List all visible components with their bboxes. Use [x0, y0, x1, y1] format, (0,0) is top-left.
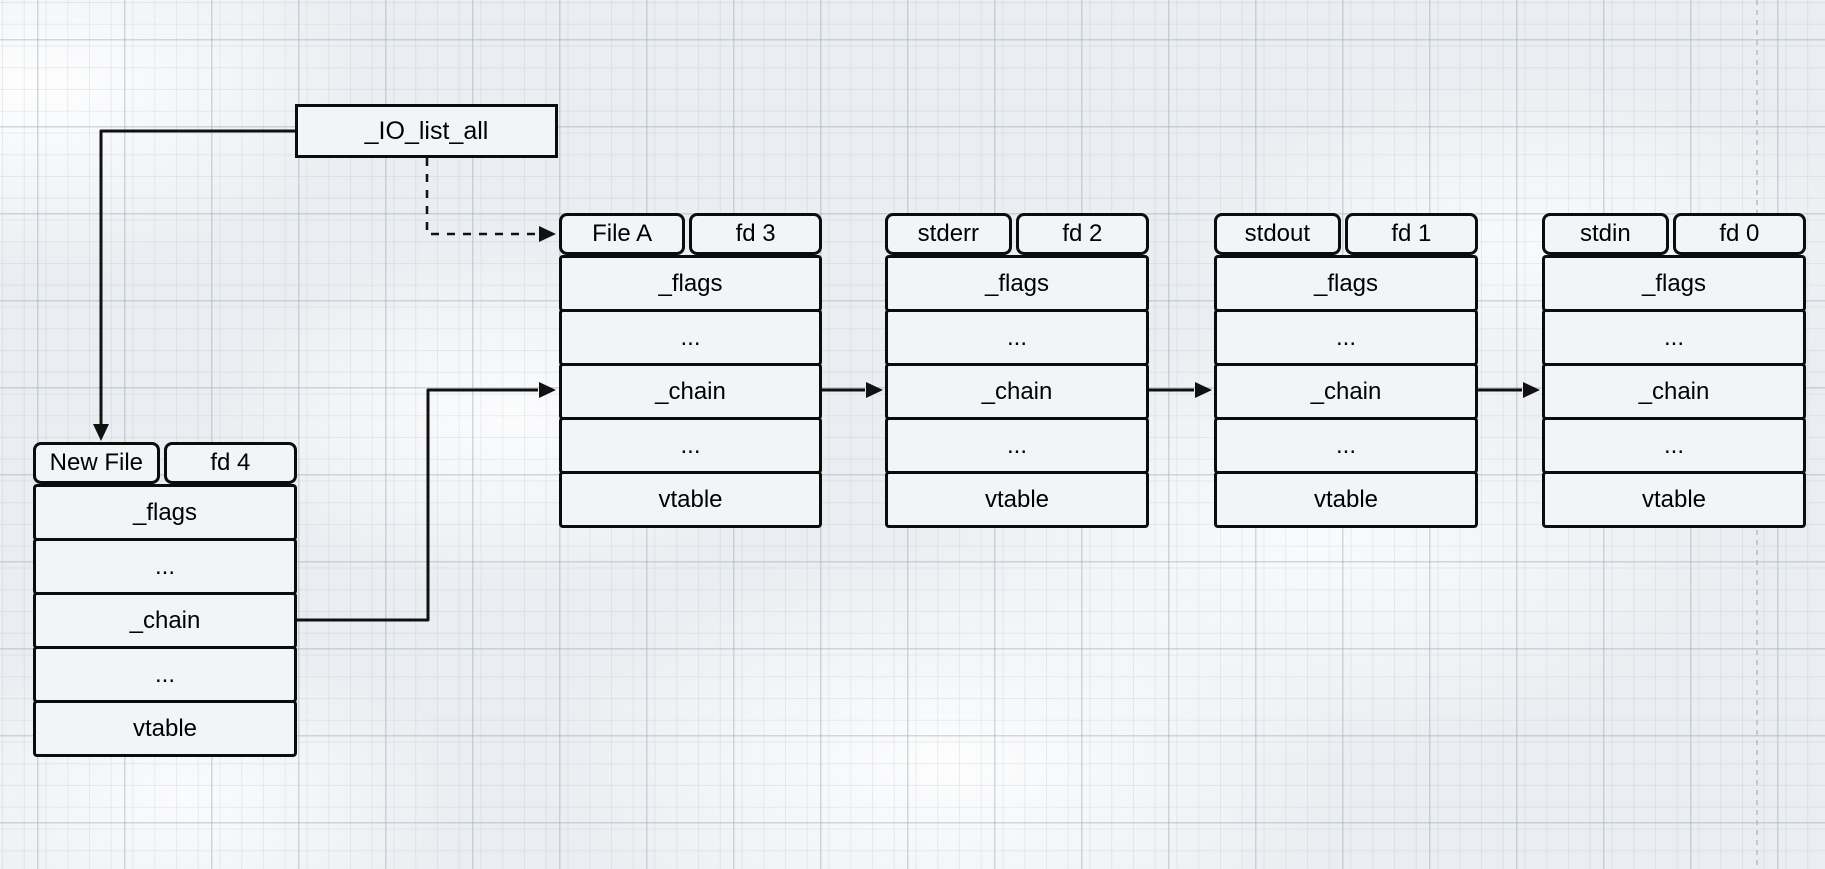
- edge-iolistall-to-filea: [425, 158, 556, 242]
- struct-body: _flags ... _chain ... vtable: [885, 255, 1149, 528]
- arrowhead: [866, 382, 883, 398]
- edge-newfile-chain-to-filea-chain: [297, 382, 556, 622]
- field-row-dots1: ...: [1214, 309, 1478, 366]
- field-row-flags: _flags: [33, 484, 297, 541]
- arrowhead: [1523, 382, 1540, 398]
- struct-fd: fd 3: [689, 213, 822, 255]
- struct-body: _flags ... _chain ... vtable: [1542, 255, 1806, 528]
- field-row-chain: _chain: [1214, 363, 1478, 420]
- arrowhead: [1195, 382, 1212, 398]
- field-row-dots1: ...: [33, 538, 297, 595]
- edge-filea-chain-to-stderr-chain: [822, 382, 883, 398]
- struct-header: File A fd 3: [559, 213, 822, 255]
- struct-fd: fd 0: [1672, 213, 1806, 255]
- field-row-dots2: ...: [1214, 417, 1478, 474]
- struct-stdin: stdin fd 0 _flags ... _chain ... vtable: [1542, 213, 1806, 528]
- struct-new-file: New File fd 4 _flags ... _chain ... vtab…: [33, 442, 297, 757]
- field-row-flags: _flags: [1214, 255, 1478, 312]
- node-io-list-all: _IO_list_all: [295, 104, 558, 158]
- field-row-dots1: ...: [885, 309, 1149, 366]
- struct-header: stdout fd 1: [1214, 213, 1478, 255]
- field-row-chain: _chain: [885, 363, 1149, 420]
- arrowhead: [539, 226, 556, 242]
- field-row-vtable: vtable: [1214, 471, 1478, 528]
- struct-name: stdin: [1542, 213, 1669, 255]
- field-row-dots1: ...: [559, 309, 822, 366]
- arrowhead: [93, 424, 109, 441]
- field-row-vtable: vtable: [33, 700, 297, 757]
- field-row-dots2: ...: [559, 417, 822, 474]
- struct-stdout: stdout fd 1 _flags ... _chain ... vtable: [1214, 213, 1478, 528]
- edge-stdout-chain-to-stdin-chain: [1478, 382, 1540, 398]
- field-row-chain: _chain: [33, 592, 297, 649]
- struct-header: stderr fd 2: [885, 213, 1149, 255]
- field-row-vtable: vtable: [559, 471, 822, 528]
- struct-name: stdout: [1214, 213, 1341, 255]
- field-row-flags: _flags: [1542, 255, 1806, 312]
- struct-fd: fd 1: [1344, 213, 1478, 255]
- arrowhead: [539, 382, 556, 398]
- struct-header: stdin fd 0: [1542, 213, 1806, 255]
- struct-body: _flags ... _chain ... vtable: [559, 255, 822, 528]
- struct-body: _flags ... _chain ... vtable: [33, 484, 297, 757]
- struct-name: stderr: [885, 213, 1012, 255]
- struct-stderr: stderr fd 2 _flags ... _chain ... vtable: [885, 213, 1149, 528]
- field-row-dots1: ...: [1542, 309, 1806, 366]
- struct-file-a: File A fd 3 _flags ... _chain ... vtable: [559, 213, 822, 528]
- struct-body: _flags ... _chain ... vtable: [1214, 255, 1478, 528]
- edge-iolistall-to-newfile: [93, 129, 295, 441]
- edge-stderr-chain-to-stdout-chain: [1149, 382, 1212, 398]
- field-row-flags: _flags: [885, 255, 1149, 312]
- struct-fd: fd 2: [1015, 213, 1149, 255]
- field-row-dots2: ...: [33, 646, 297, 703]
- field-row-chain: _chain: [1542, 363, 1806, 420]
- struct-fd: fd 4: [163, 442, 297, 484]
- field-row-vtable: vtable: [885, 471, 1149, 528]
- field-row-dots2: ...: [885, 417, 1149, 474]
- field-row-vtable: vtable: [1542, 471, 1806, 528]
- struct-name: New File: [33, 442, 160, 484]
- struct-name: File A: [559, 213, 686, 255]
- field-row-flags: _flags: [559, 255, 822, 312]
- node-io-list-all-label: _IO_list_all: [364, 116, 489, 145]
- field-row-dots2: ...: [1542, 417, 1806, 474]
- struct-header: New File fd 4: [33, 442, 297, 484]
- field-row-chain: _chain: [559, 363, 822, 420]
